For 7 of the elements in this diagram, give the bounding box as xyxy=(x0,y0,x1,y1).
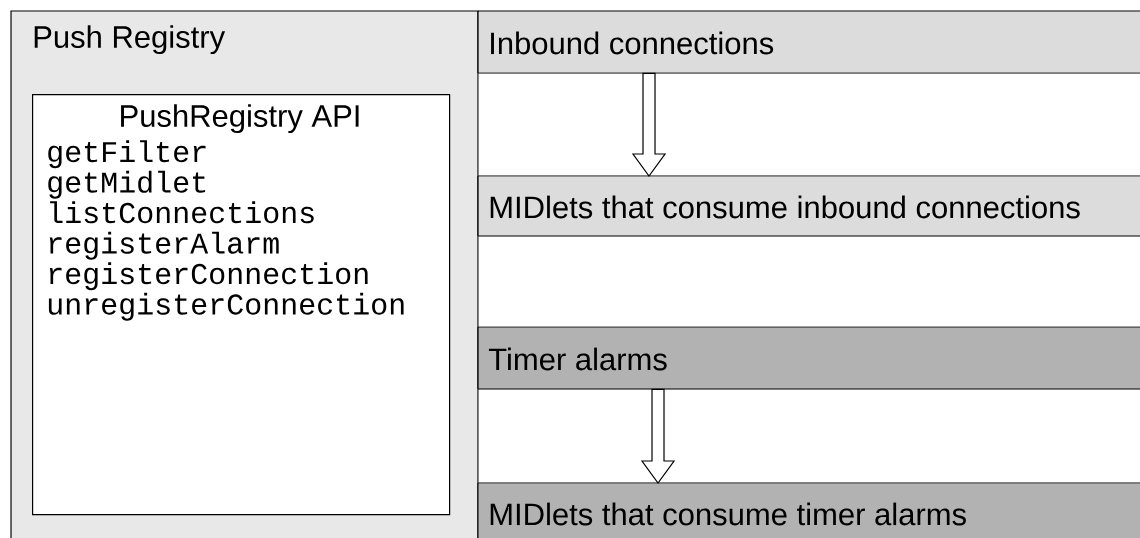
band: MIDlets that consume timer alarms xyxy=(477,482,1140,538)
band: Timer alarms xyxy=(477,326,1140,390)
block-arrow xyxy=(640,388,676,485)
band: Inbound connections xyxy=(477,10,1140,74)
api-box: PushRegistry API getFilter getMidlet listConnections registerAlarm registerConnection unregisterConnection xyxy=(32,94,451,516)
band: MIDlets that consume inbound connections xyxy=(477,175,1140,237)
block-arrow xyxy=(631,72,667,178)
